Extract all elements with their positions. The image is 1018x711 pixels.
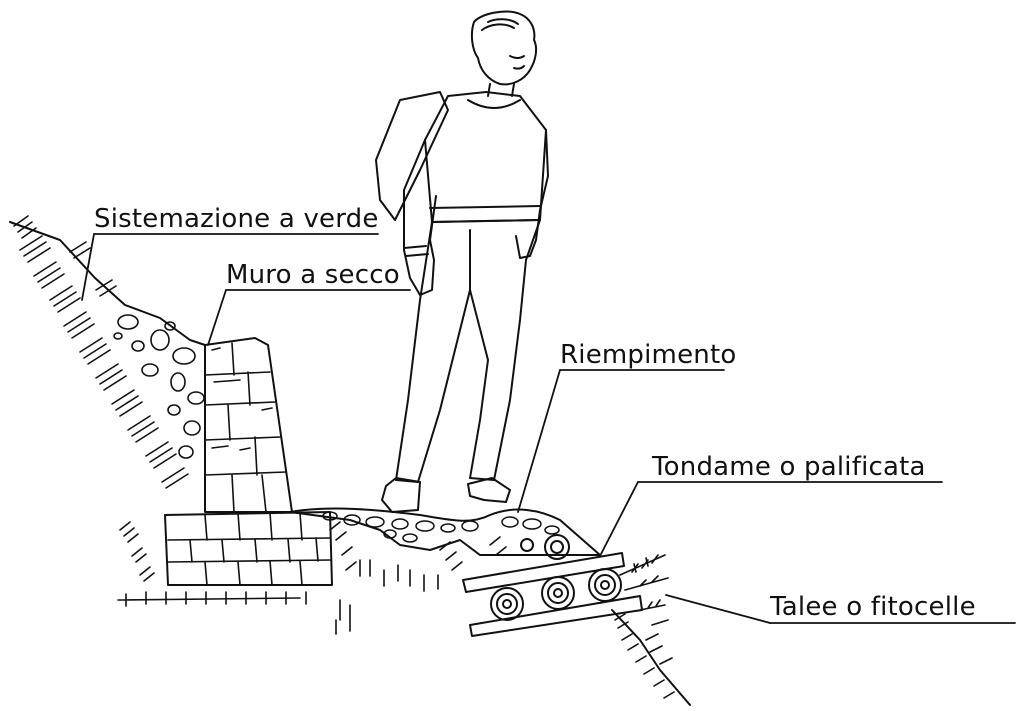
cuttings-leader bbox=[665, 594, 771, 624]
label-logs: Tondame o palificata bbox=[652, 452, 926, 482]
log-crib bbox=[462, 552, 643, 637]
cuttings-plants bbox=[619, 554, 669, 626]
label-fill: Riempimento bbox=[560, 340, 737, 370]
logs-leader bbox=[599, 481, 639, 557]
drywall-leader bbox=[207, 289, 227, 346]
label-greening: Sistemazione a verde bbox=[94, 204, 379, 234]
label-drywall: Muro a secco bbox=[226, 260, 400, 290]
dry-stone-wall bbox=[164, 337, 333, 586]
greening-leader bbox=[81, 233, 95, 301]
ground-hatching bbox=[117, 521, 507, 635]
right-bank bbox=[611, 609, 691, 706]
leader-lines bbox=[81, 233, 1016, 624]
left-slope bbox=[9, 215, 206, 489]
fill-layer bbox=[289, 507, 601, 560]
person-illustration bbox=[375, 10, 549, 513]
label-cuttings: Talee o fitocelle bbox=[770, 592, 976, 622]
fill-leader bbox=[517, 369, 561, 513]
